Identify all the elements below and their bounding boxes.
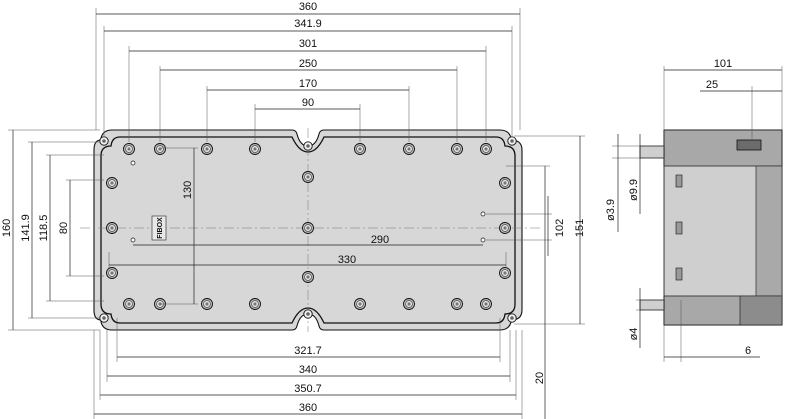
dim-label-321-7: 321.7 xyxy=(294,345,322,357)
logo-text: FIBOX xyxy=(157,217,164,239)
dim-label-151: 151 xyxy=(574,219,586,237)
dim-label-101: 101 xyxy=(714,58,732,70)
corner-mount-hole xyxy=(303,309,313,319)
mounting-hole xyxy=(499,267,511,279)
mounting-hole xyxy=(106,177,118,189)
dim-label-4: ø4 xyxy=(628,328,640,341)
mounting-hole xyxy=(249,298,261,310)
mounting-hole xyxy=(201,298,213,310)
dim-label-80: 80 xyxy=(58,222,70,234)
side-flange xyxy=(639,145,665,159)
dim-label-6: 6 xyxy=(745,345,751,357)
dim-label-250: 250 xyxy=(299,58,317,70)
mounting-hole xyxy=(403,298,415,310)
mounting-hole xyxy=(302,222,314,234)
top-view: FIBOX 360 341.9 301 250 170 90 xyxy=(1,1,586,419)
mounting-hole xyxy=(249,143,261,155)
side-tab xyxy=(675,174,683,188)
mounting-hole xyxy=(302,171,314,183)
mounting-hole xyxy=(154,143,166,155)
mounting-hole xyxy=(106,222,118,234)
pin-hole xyxy=(130,237,136,243)
side-view: 101 25 ø3.9 ø9.9 ø4 6 xyxy=(605,58,783,362)
side-body-shade xyxy=(755,165,783,297)
pin-hole xyxy=(480,237,486,243)
pin-hole xyxy=(480,211,486,217)
dim-label-340: 340 xyxy=(299,364,317,376)
dim-label-130: 130 xyxy=(182,181,194,199)
mounting-hole xyxy=(354,298,366,310)
corner-mount-hole xyxy=(99,136,109,146)
dim-label-118-5: 118.5 xyxy=(38,215,50,242)
dim-label-170: 170 xyxy=(299,78,317,90)
mounting-hole xyxy=(499,177,511,189)
dim-label-341-9: 341.9 xyxy=(294,18,322,30)
corner-mount-hole xyxy=(303,141,313,151)
fibox-logo: FIBOX xyxy=(151,215,167,241)
mounting-hole xyxy=(201,143,213,155)
mounting-hole xyxy=(106,267,118,279)
corner-mount-hole xyxy=(99,313,109,323)
dim-label-360-bottom: 360 xyxy=(299,402,317,414)
mounting-hole xyxy=(403,143,415,155)
side-flange-bottom xyxy=(639,299,665,311)
enclosure-inner-rim xyxy=(100,136,516,324)
mounting-hole xyxy=(480,298,492,310)
dim-label-25: 25 xyxy=(706,79,718,91)
dim-label-301: 301 xyxy=(299,38,317,50)
side-latch xyxy=(736,139,762,151)
mounting-hole xyxy=(451,298,463,310)
mounting-hole xyxy=(480,143,492,155)
dim-label-90: 90 xyxy=(302,97,314,109)
side-tab xyxy=(675,221,683,235)
mounting-hole xyxy=(451,143,463,155)
corner-mount-hole xyxy=(507,136,517,146)
dim-label-3-9: ø3.9 xyxy=(605,199,617,221)
dim-label-290: 290 xyxy=(371,234,389,246)
side-base-shade xyxy=(739,295,783,326)
mounting-hole xyxy=(302,271,314,283)
mounting-hole xyxy=(123,143,135,155)
dim-label-20: 20 xyxy=(534,372,546,384)
side-tab xyxy=(675,267,683,281)
dim-label-350-7: 350.7 xyxy=(294,383,322,395)
dim-label-360-top: 360 xyxy=(299,1,317,13)
dim-label-330: 330 xyxy=(338,254,356,266)
side-lid-band xyxy=(663,129,783,167)
pin-hole xyxy=(130,160,136,166)
mounting-hole xyxy=(499,222,511,234)
dim-label-9-9: ø9.9 xyxy=(628,179,640,201)
mounting-hole xyxy=(123,298,135,310)
mounting-hole xyxy=(354,143,366,155)
dim-label-141-9: 141.9 xyxy=(20,214,32,242)
mounting-holes xyxy=(99,136,517,323)
dim-label-160: 160 xyxy=(1,219,13,237)
dim-label-102: 102 xyxy=(554,219,566,237)
corner-mount-hole xyxy=(507,313,517,323)
